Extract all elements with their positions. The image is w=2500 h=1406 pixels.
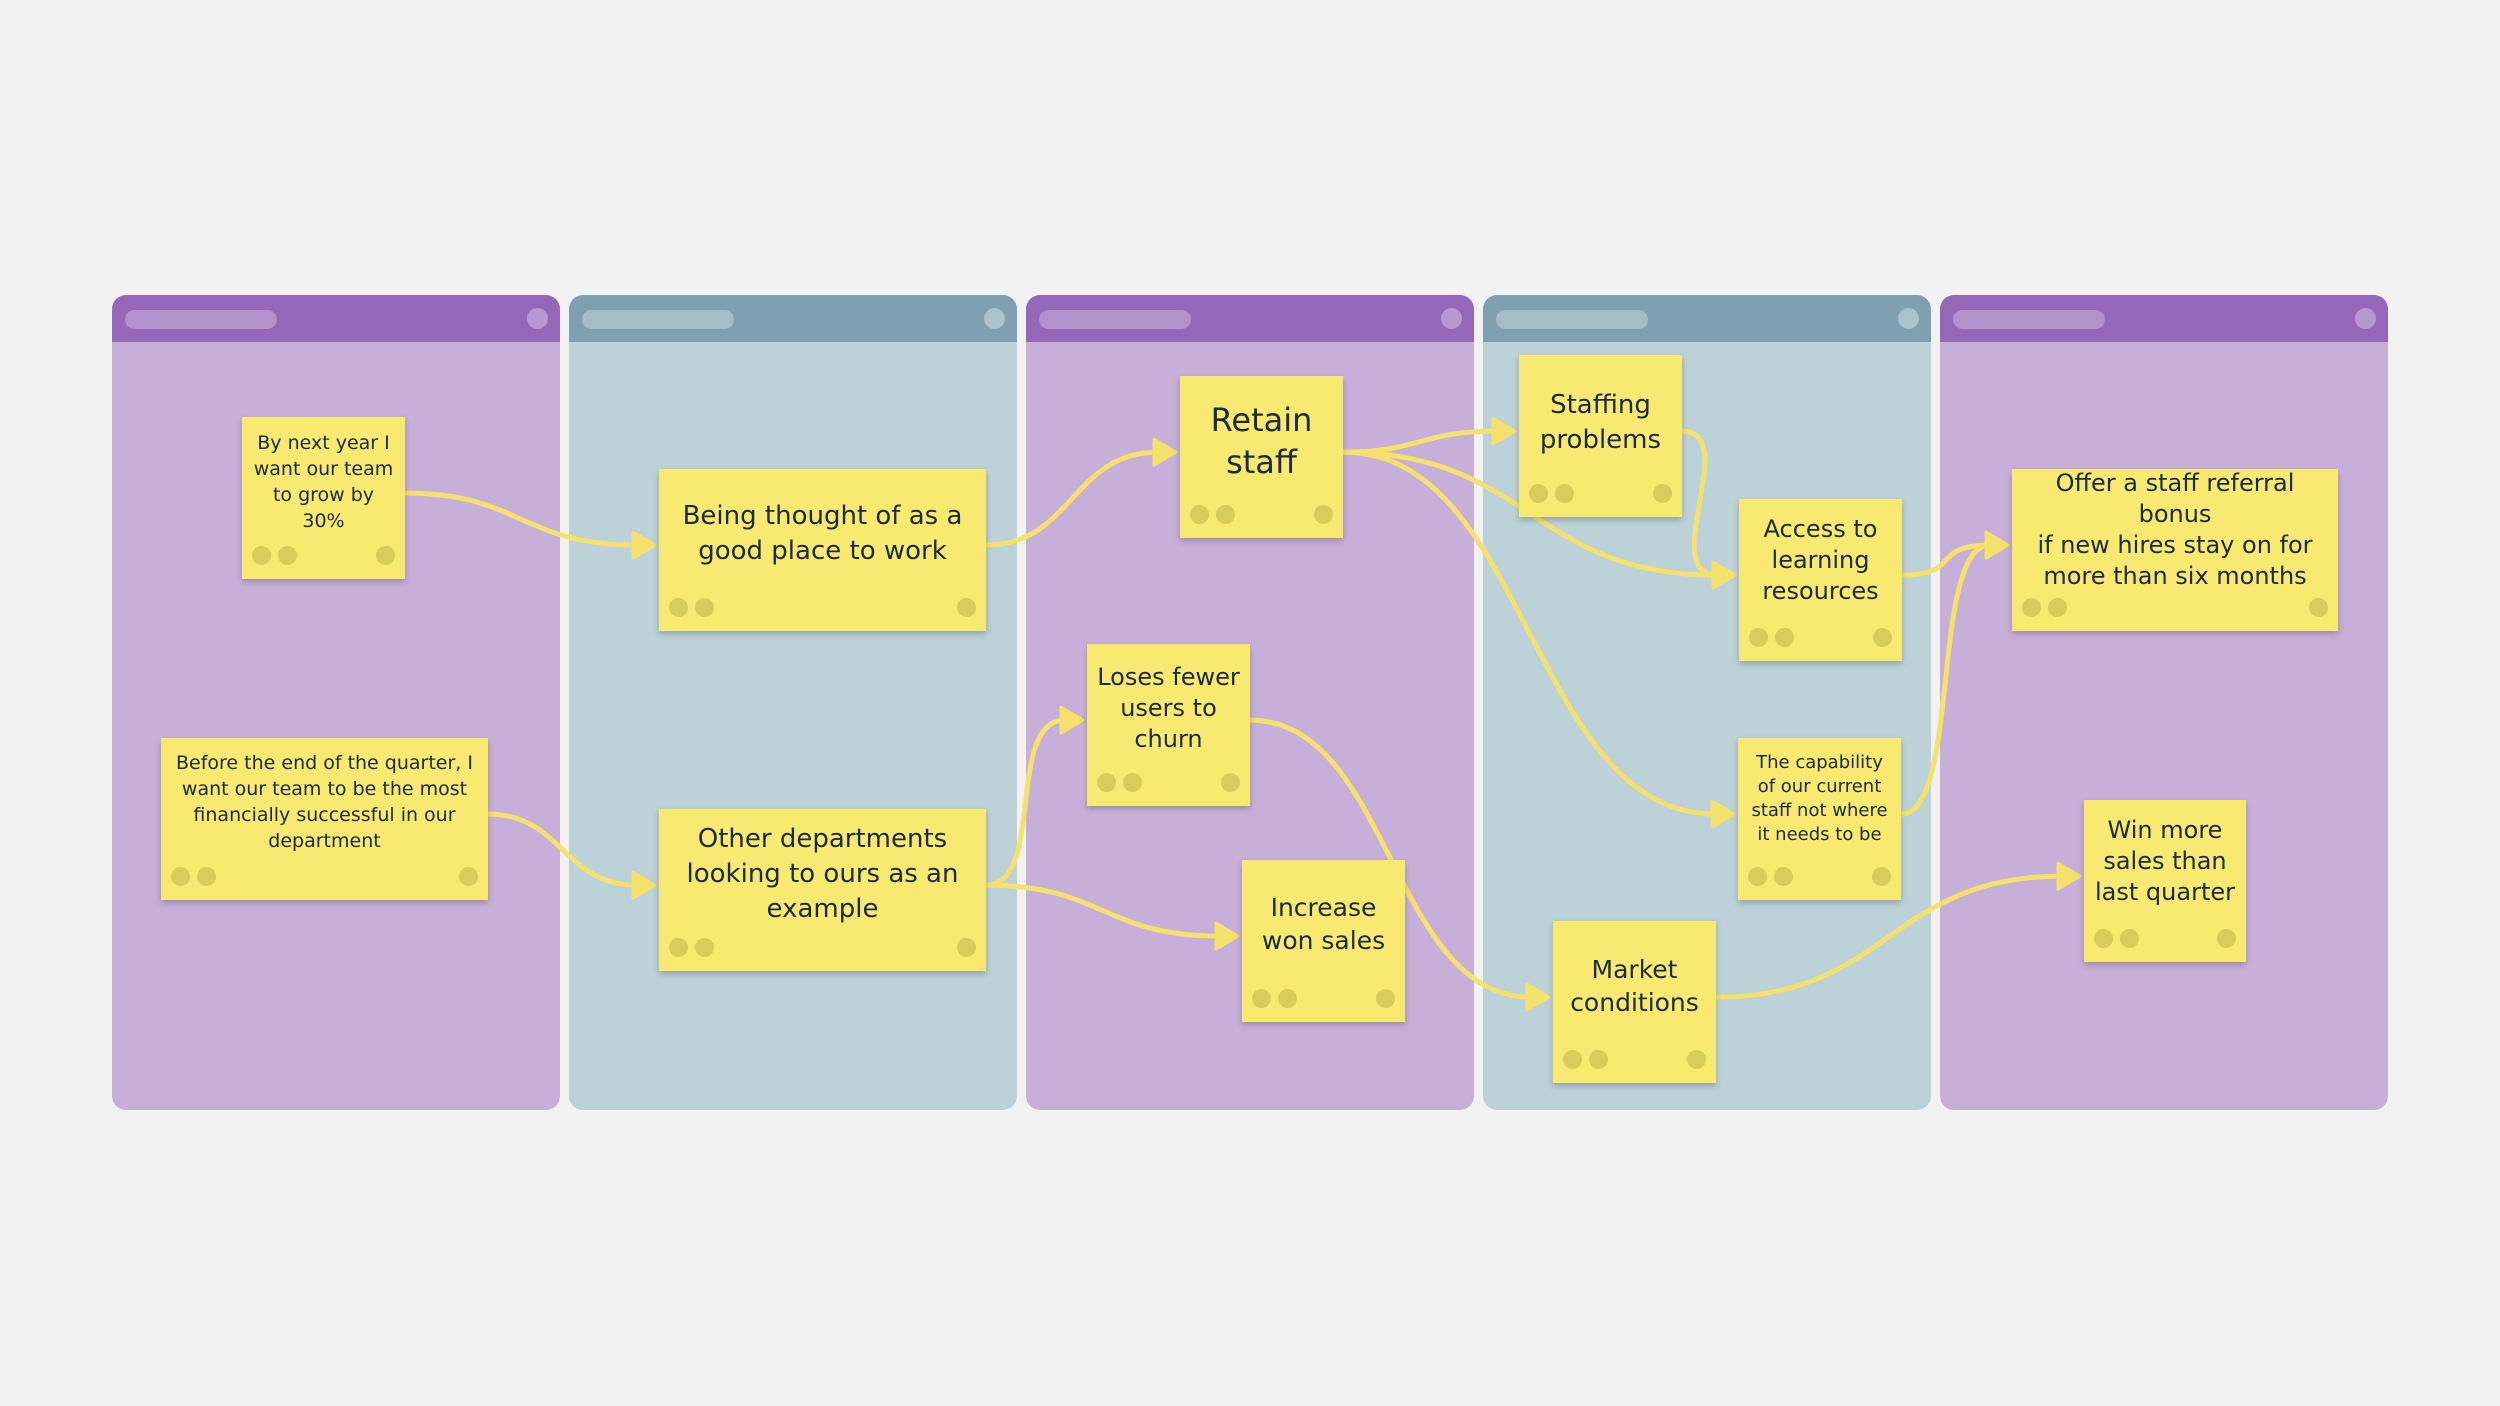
sticky-note-staff-capability[interactable]: The capability of our current staff not …: [1738, 738, 1901, 900]
note-text: Being thought of as a good place to work: [682, 501, 963, 566]
note-dot: [1278, 989, 1297, 1008]
note-dot: [2120, 929, 2139, 948]
note-dot: [1529, 484, 1548, 503]
sticky-note-financial-success[interactable]: Before the end of the quarter, I want ou…: [161, 738, 488, 900]
note-dot: [1097, 773, 1116, 792]
note-dot: [376, 546, 395, 565]
column-2: [569, 295, 1017, 1110]
note-dot: [252, 546, 271, 565]
column-menu-dot[interactable]: [527, 308, 548, 329]
note-dot: [1216, 505, 1235, 524]
note-text: Retain staff: [1210, 401, 1313, 481]
note-dot: [278, 546, 297, 565]
column-5-header[interactable]: [1940, 295, 2388, 342]
sticky-note-loses-fewer[interactable]: Loses fewer users to churn: [1087, 644, 1250, 806]
note-dot: [2048, 598, 2067, 617]
note-dot: [1563, 1050, 1582, 1069]
note-dot: [2309, 598, 2328, 617]
note-dot: [1123, 773, 1142, 792]
note-dot: [197, 867, 216, 886]
sticky-note-increase-won-sales[interactable]: Increase won sales: [1242, 860, 1405, 1022]
column-title-placeholder: [125, 310, 277, 329]
column-5: [1940, 295, 2388, 1110]
column-2-body: [569, 342, 1017, 1110]
note-text: By next year I want our team to grow by …: [253, 432, 394, 532]
sticky-note-other-departments[interactable]: Other departments looking to ours as an …: [659, 809, 986, 971]
note-dot: [1653, 484, 1672, 503]
note-dot: [1314, 505, 1333, 524]
note-dot: [171, 867, 190, 886]
note-text: Loses fewer users to churn: [1097, 662, 1240, 753]
note-dot: [2094, 929, 2113, 948]
sticky-note-staffing-problems[interactable]: Staffing problems: [1519, 355, 1682, 517]
note-text: The capability of our current staff not …: [1751, 752, 1888, 845]
note-dot: [1775, 628, 1794, 647]
note-dot: [669, 938, 688, 957]
sticky-note-win-more-sales[interactable]: Win more sales than last quarter: [2084, 800, 2246, 962]
sticky-note-access-learning[interactable]: Access to learning resources: [1739, 499, 1902, 661]
column-title-placeholder: [1039, 310, 1191, 329]
note-text: Staffing problems: [1539, 390, 1662, 455]
column-title-placeholder: [582, 310, 734, 329]
note-dot: [1221, 773, 1240, 792]
column-2-header[interactable]: [569, 295, 1017, 342]
note-dot: [1873, 628, 1892, 647]
note-dot: [1872, 867, 1891, 886]
note-dot: [1687, 1050, 1706, 1069]
note-text: Win more sales than last quarter: [2095, 815, 2235, 906]
note-text: Access to learning resources: [1762, 514, 1879, 605]
note-dot: [1555, 484, 1574, 503]
column-title-placeholder: [1496, 310, 1648, 329]
note-dot: [957, 598, 976, 617]
note-dot: [2217, 929, 2236, 948]
note-dot: [695, 938, 714, 957]
column-menu-dot[interactable]: [2355, 308, 2376, 329]
note-dot: [957, 938, 976, 957]
note-text: Before the end of the quarter, I want ou…: [176, 752, 473, 852]
note-text: Offer a staff referral bonus if new hire…: [2037, 469, 2313, 590]
note-dot: [695, 598, 714, 617]
column-menu-dot[interactable]: [1441, 308, 1462, 329]
note-dot: [1190, 505, 1209, 524]
column-title-placeholder: [1953, 310, 2105, 329]
sticky-note-referral-bonus[interactable]: Offer a staff referral bonus if new hire…: [2012, 469, 2338, 631]
note-text: Increase won sales: [1261, 893, 1386, 955]
note-dot: [1376, 989, 1395, 1008]
note-dot: [459, 867, 478, 886]
note-dot: [1589, 1050, 1608, 1069]
note-dot: [1748, 867, 1767, 886]
note-dot: [669, 598, 688, 617]
column-5-body: [1940, 342, 2388, 1110]
note-text: Market conditions: [1570, 955, 1699, 1017]
column-3-header[interactable]: [1026, 295, 1474, 342]
note-dot: [1749, 628, 1768, 647]
sticky-note-grow-team[interactable]: By next year I want our team to grow by …: [242, 417, 405, 579]
note-dot: [1774, 867, 1793, 886]
note-dot: [2022, 598, 2041, 617]
sticky-note-retain-staff[interactable]: Retain staff: [1180, 376, 1343, 538]
column-1-header[interactable]: [112, 295, 560, 342]
note-dot: [1252, 989, 1271, 1008]
note-text: Other departments looking to ours as an …: [686, 823, 959, 924]
sticky-note-good-place[interactable]: Being thought of as a good place to work: [659, 469, 986, 631]
column-menu-dot[interactable]: [1898, 308, 1919, 329]
sticky-note-market-conditions[interactable]: Market conditions: [1553, 921, 1716, 1083]
column-4-header[interactable]: [1483, 295, 1931, 342]
column-menu-dot[interactable]: [984, 308, 1005, 329]
